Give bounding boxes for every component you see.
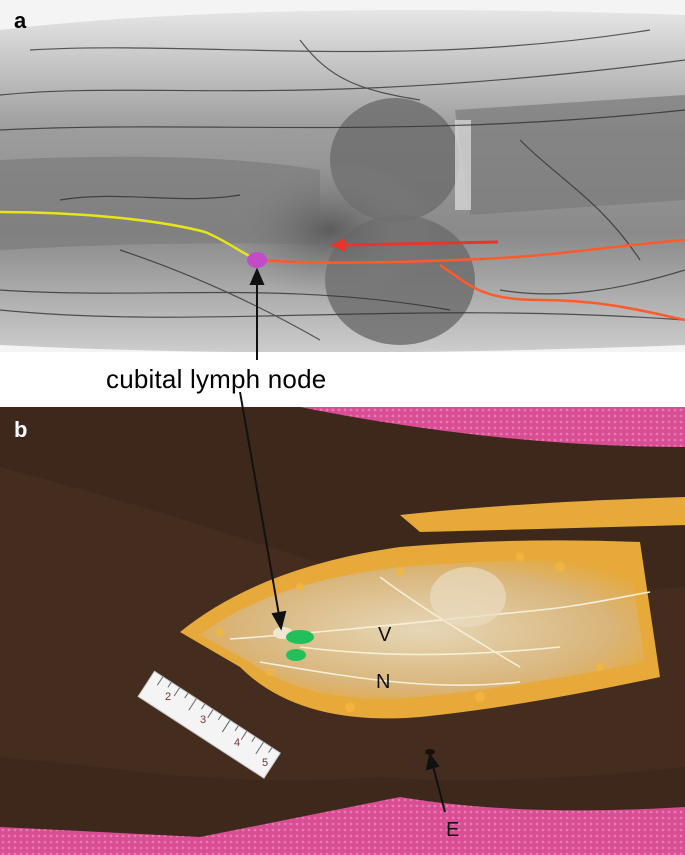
ruler-number: 3 (200, 714, 206, 726)
panel-a-label: a (14, 8, 27, 33)
nerve-label: N (376, 671, 391, 693)
vein-label: V (378, 624, 392, 646)
panel-b-label: b (14, 417, 28, 442)
dissection-photo-panel: 2 3 4 5 b V N E (0, 407, 685, 855)
cubital-lymph-node-caption: cubital lymph node (106, 364, 327, 394)
dissection-photo: 2 3 4 5 (0, 407, 685, 855)
radiograph-panel: a (0, 0, 685, 352)
ruler-number: 5 (262, 757, 268, 769)
ruler-number: 2 (165, 691, 171, 703)
radiograph-image (0, 0, 685, 352)
e-label: E (446, 819, 460, 841)
ruler-number: 4 (234, 737, 240, 749)
